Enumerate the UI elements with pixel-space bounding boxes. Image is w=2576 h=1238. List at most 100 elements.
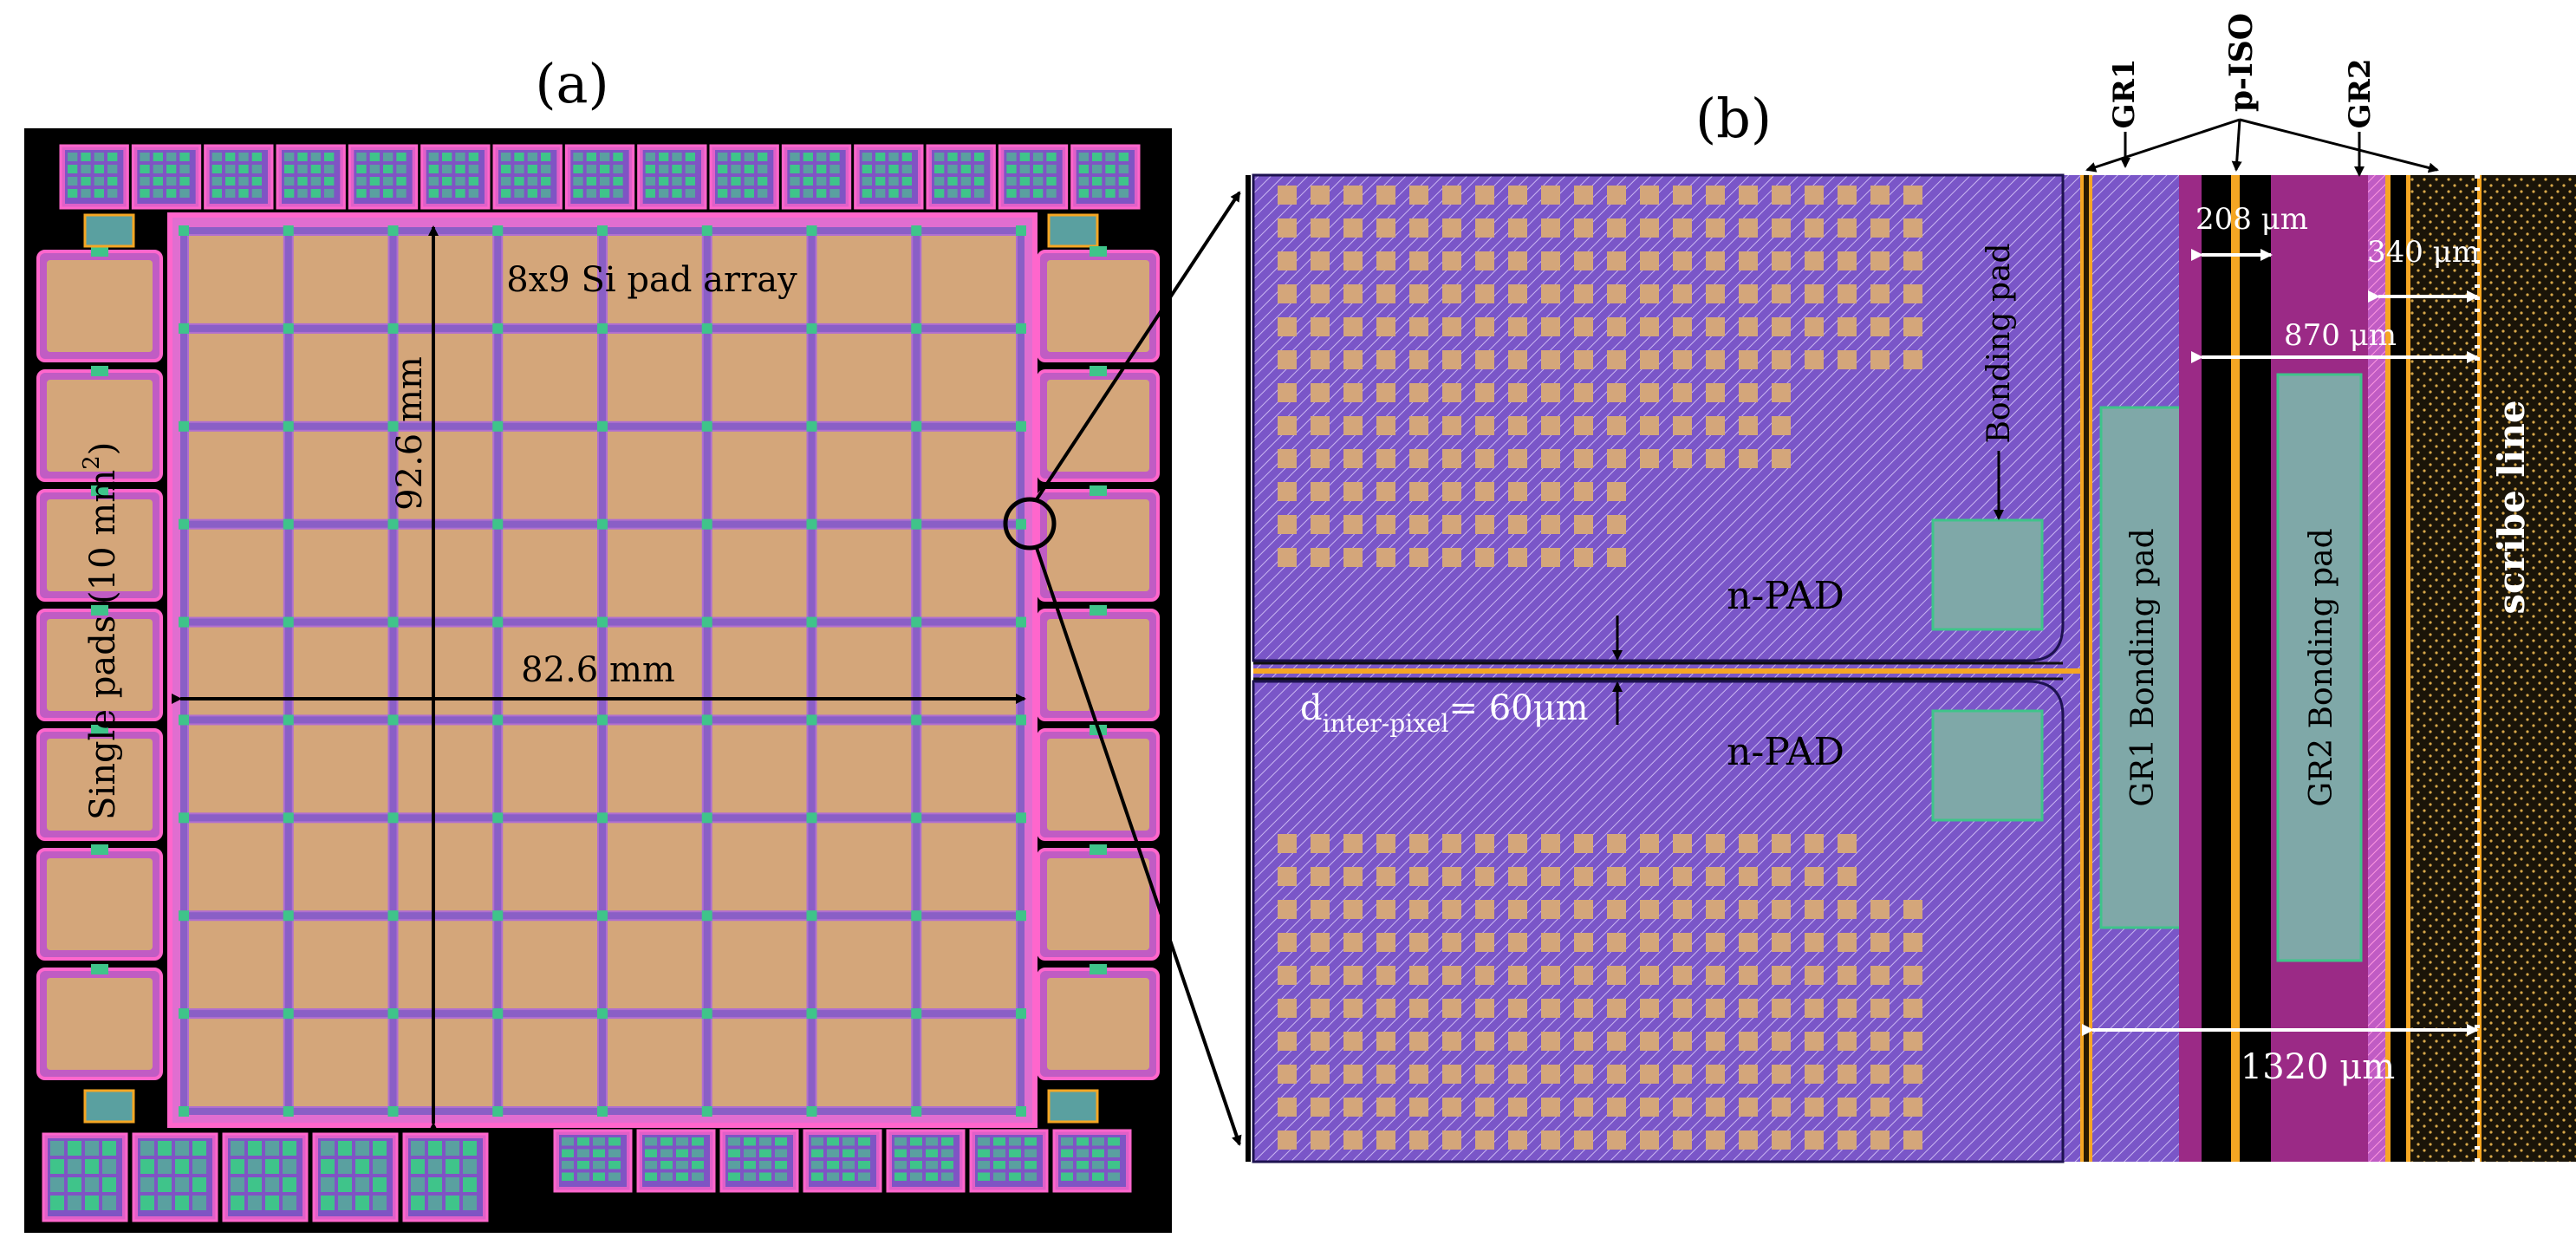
- small-pad-cell: [1108, 1172, 1120, 1181]
- small-pad-cell: [225, 177, 236, 186]
- small-pad-cell: [102, 1141, 116, 1156]
- small-pad-cell: [894, 1161, 907, 1170]
- contact-square: [1442, 350, 1461, 369]
- small-pad-cell: [1077, 1161, 1089, 1170]
- contact-square: [1541, 1032, 1560, 1051]
- contact-square: [1838, 284, 1857, 303]
- single-pad-tab: [1090, 605, 1107, 616]
- contact-square: [1607, 482, 1626, 501]
- contact-square: [1442, 383, 1461, 402]
- si-pad: [396, 625, 495, 717]
- small-pad-cell: [1006, 177, 1017, 186]
- contact-square: [1838, 1032, 1857, 1051]
- single-pad-tab: [1090, 844, 1107, 855]
- junction-dot: [806, 420, 817, 432]
- contact-square: [1442, 999, 1461, 1018]
- small-pad-cell: [50, 1141, 64, 1156]
- junction-dot: [283, 910, 294, 922]
- dim-208-label: 208 μm: [2195, 202, 2308, 237]
- contact-square: [1311, 284, 1330, 303]
- small-pad-cell: [600, 177, 610, 186]
- small-pad-cell: [396, 177, 407, 186]
- contact-square: [1409, 383, 1428, 402]
- contact-square: [1508, 317, 1527, 336]
- junction-dot: [283, 420, 294, 432]
- contact-square: [1838, 900, 1857, 919]
- contact-square: [1409, 449, 1428, 468]
- contact-square: [1870, 966, 1890, 985]
- small-pad-cell: [875, 177, 886, 186]
- small-pad-cell: [829, 189, 840, 198]
- junction-dot: [701, 812, 712, 824]
- contact-square: [1278, 548, 1297, 567]
- contact-square: [1838, 317, 1857, 336]
- small-pad-cell: [941, 1172, 953, 1181]
- si-pad: [396, 723, 495, 815]
- junction-dot: [283, 323, 294, 334]
- contact-square: [1376, 449, 1395, 468]
- contact-square: [1903, 186, 1922, 205]
- contact-square: [1409, 999, 1428, 1018]
- si-pad: [501, 723, 599, 815]
- contact-square: [1640, 933, 1659, 952]
- small-pad-cell: [81, 165, 91, 173]
- si-pad: [501, 527, 599, 619]
- small-pad-cell: [960, 189, 971, 198]
- small-pad-cell: [107, 153, 118, 161]
- contact-square: [1541, 867, 1560, 886]
- contact-square: [1343, 482, 1363, 501]
- contact-square: [1311, 999, 1330, 1018]
- contact-square: [1739, 284, 1758, 303]
- contact-square: [1673, 966, 1692, 985]
- contact-square: [1442, 966, 1461, 985]
- contact-square: [1607, 900, 1626, 919]
- small-pad-cell: [573, 165, 583, 173]
- small-pad-cell: [455, 189, 465, 198]
- contact-square: [1607, 966, 1626, 985]
- small-pad-cell: [251, 189, 262, 198]
- bonding-pad-label: Bonding pad: [1981, 243, 2017, 443]
- small-pad-cell: [468, 189, 478, 198]
- contact-square: [1772, 900, 1791, 919]
- small-pad-cell: [744, 153, 754, 161]
- small-pad-cell: [875, 153, 886, 161]
- small-pad-cell: [411, 1159, 425, 1174]
- si-pad: [606, 723, 704, 815]
- contact-square: [1442, 933, 1461, 952]
- small-pad-cell: [901, 177, 912, 186]
- contact-square: [1278, 900, 1297, 919]
- si-pad: [187, 527, 285, 619]
- small-pad-cell: [211, 153, 222, 161]
- contact-square: [1541, 218, 1560, 238]
- contact-square: [1903, 350, 1922, 369]
- small-pad-cell: [672, 177, 682, 186]
- small-pad-cell: [676, 1149, 688, 1157]
- contact-square: [1574, 317, 1593, 336]
- contact-square: [1739, 317, 1758, 336]
- small-pad-cell: [858, 1137, 870, 1146]
- junction-dot: [701, 518, 712, 530]
- small-pad-cell: [888, 153, 899, 161]
- small-pad-cell: [179, 177, 190, 186]
- contact-square: [1838, 867, 1857, 886]
- contact-square: [1772, 1130, 1791, 1150]
- small-pad-cell: [102, 1196, 116, 1210]
- contact-square: [1508, 867, 1527, 886]
- small-pad-cell: [934, 177, 945, 186]
- contact-square: [1376, 218, 1395, 238]
- small-pad-cell: [910, 1137, 922, 1146]
- small-pad-cell: [1033, 177, 1044, 186]
- si-pad: [396, 919, 495, 1011]
- small-pad-cell: [862, 177, 872, 186]
- contact-square: [1640, 867, 1659, 886]
- junction-dot: [387, 714, 399, 726]
- contact-square: [1706, 867, 1725, 886]
- contact-square: [1772, 284, 1791, 303]
- small-pad-cell: [888, 165, 899, 173]
- contact-square: [1311, 515, 1330, 534]
- small-pad-cell: [901, 153, 912, 161]
- small-pad-cell: [68, 153, 78, 161]
- small-pad-cell: [744, 1149, 756, 1157]
- small-pad-cell: [577, 1137, 589, 1146]
- small-pad-cell: [1025, 1137, 1037, 1146]
